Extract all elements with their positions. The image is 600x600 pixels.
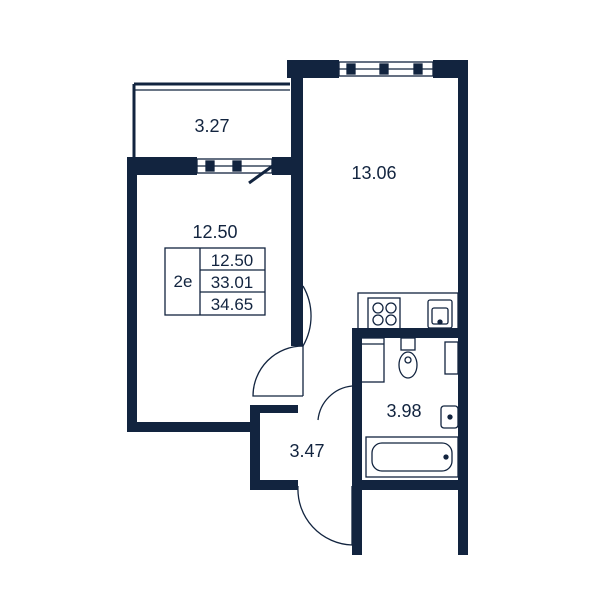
stove-icon: [367, 297, 401, 331]
burner-3: [372, 314, 384, 326]
balcony-area-label: 3.27: [194, 116, 229, 136]
kitchen-sink-icon: [427, 299, 453, 329]
door-bathroom: [317, 385, 353, 421]
hallway-area-label: 3.47: [289, 441, 324, 461]
bathtub-icon: [365, 436, 459, 478]
washer-box: [359, 337, 385, 383]
wall-hall-left: [250, 405, 260, 490]
wash-basin-icon: [440, 405, 459, 429]
wall-hall-bottom: [250, 480, 298, 490]
legend-total-with-balcony: 34.65: [211, 295, 254, 314]
wall-top-left: [287, 60, 339, 78]
balcony-door-mullion-1: [205, 160, 215, 172]
walls: [127, 60, 468, 555]
wall-bottom-right: [352, 480, 468, 490]
wall-bedroom-bottom: [127, 422, 252, 432]
area-legend: 2е 12.50 33.01 34.65: [164, 247, 266, 316]
bathroom-fixtures: [359, 337, 459, 478]
burner-4: [385, 314, 397, 326]
kitchen-sink-drain: [437, 319, 443, 325]
doors: [252, 285, 353, 546]
window-top: [338, 61, 434, 77]
legend-frame: [164, 247, 266, 316]
kitchen-counter: [357, 292, 459, 334]
toilet-icon: [398, 351, 418, 379]
balcony: [132, 82, 290, 160]
legend-total-area: 33.01: [211, 273, 254, 292]
wall-balcony-left: [127, 157, 197, 175]
wash-basin-drain: [447, 414, 453, 420]
door-bedroom-arc-upper: [302, 285, 312, 347]
living-room-area-label: 13.06: [351, 163, 396, 183]
burner-2: [385, 302, 397, 314]
window-top-mullion-3: [413, 63, 423, 75]
door-bedroom: [252, 345, 304, 397]
wall-bedroom-left: [127, 157, 137, 432]
toilet-seat-mark: [404, 356, 412, 364]
utility-shaft: [444, 341, 459, 375]
apartment-type: 2е: [174, 272, 193, 291]
toilet-tank: [400, 337, 416, 351]
balcony-door-mullion-2: [232, 160, 242, 172]
bathroom-area-label: 3.98: [386, 401, 421, 421]
wall-center-vertical: [291, 78, 303, 346]
burner-1: [372, 302, 384, 314]
wall-bath-segment: [356, 386, 362, 410]
wall-hall-top: [250, 405, 298, 413]
bathtub-inner: [371, 442, 453, 472]
window-balcony-door: [196, 158, 275, 185]
wall-balcony-right: [272, 157, 303, 175]
bathtub-drain: [443, 454, 449, 460]
balcony-door-leaf: [248, 163, 275, 185]
legend-living-area: 12.50: [211, 251, 254, 270]
wall-bottom-right-stub: [352, 480, 362, 555]
kitchen: [357, 292, 459, 334]
window-top-mullion-1: [346, 63, 356, 75]
window-top-mullion-2: [379, 63, 389, 75]
wall-right: [458, 60, 468, 555]
door-entrance: [297, 485, 353, 546]
bedroom-area-label: 12.50: [192, 222, 237, 242]
